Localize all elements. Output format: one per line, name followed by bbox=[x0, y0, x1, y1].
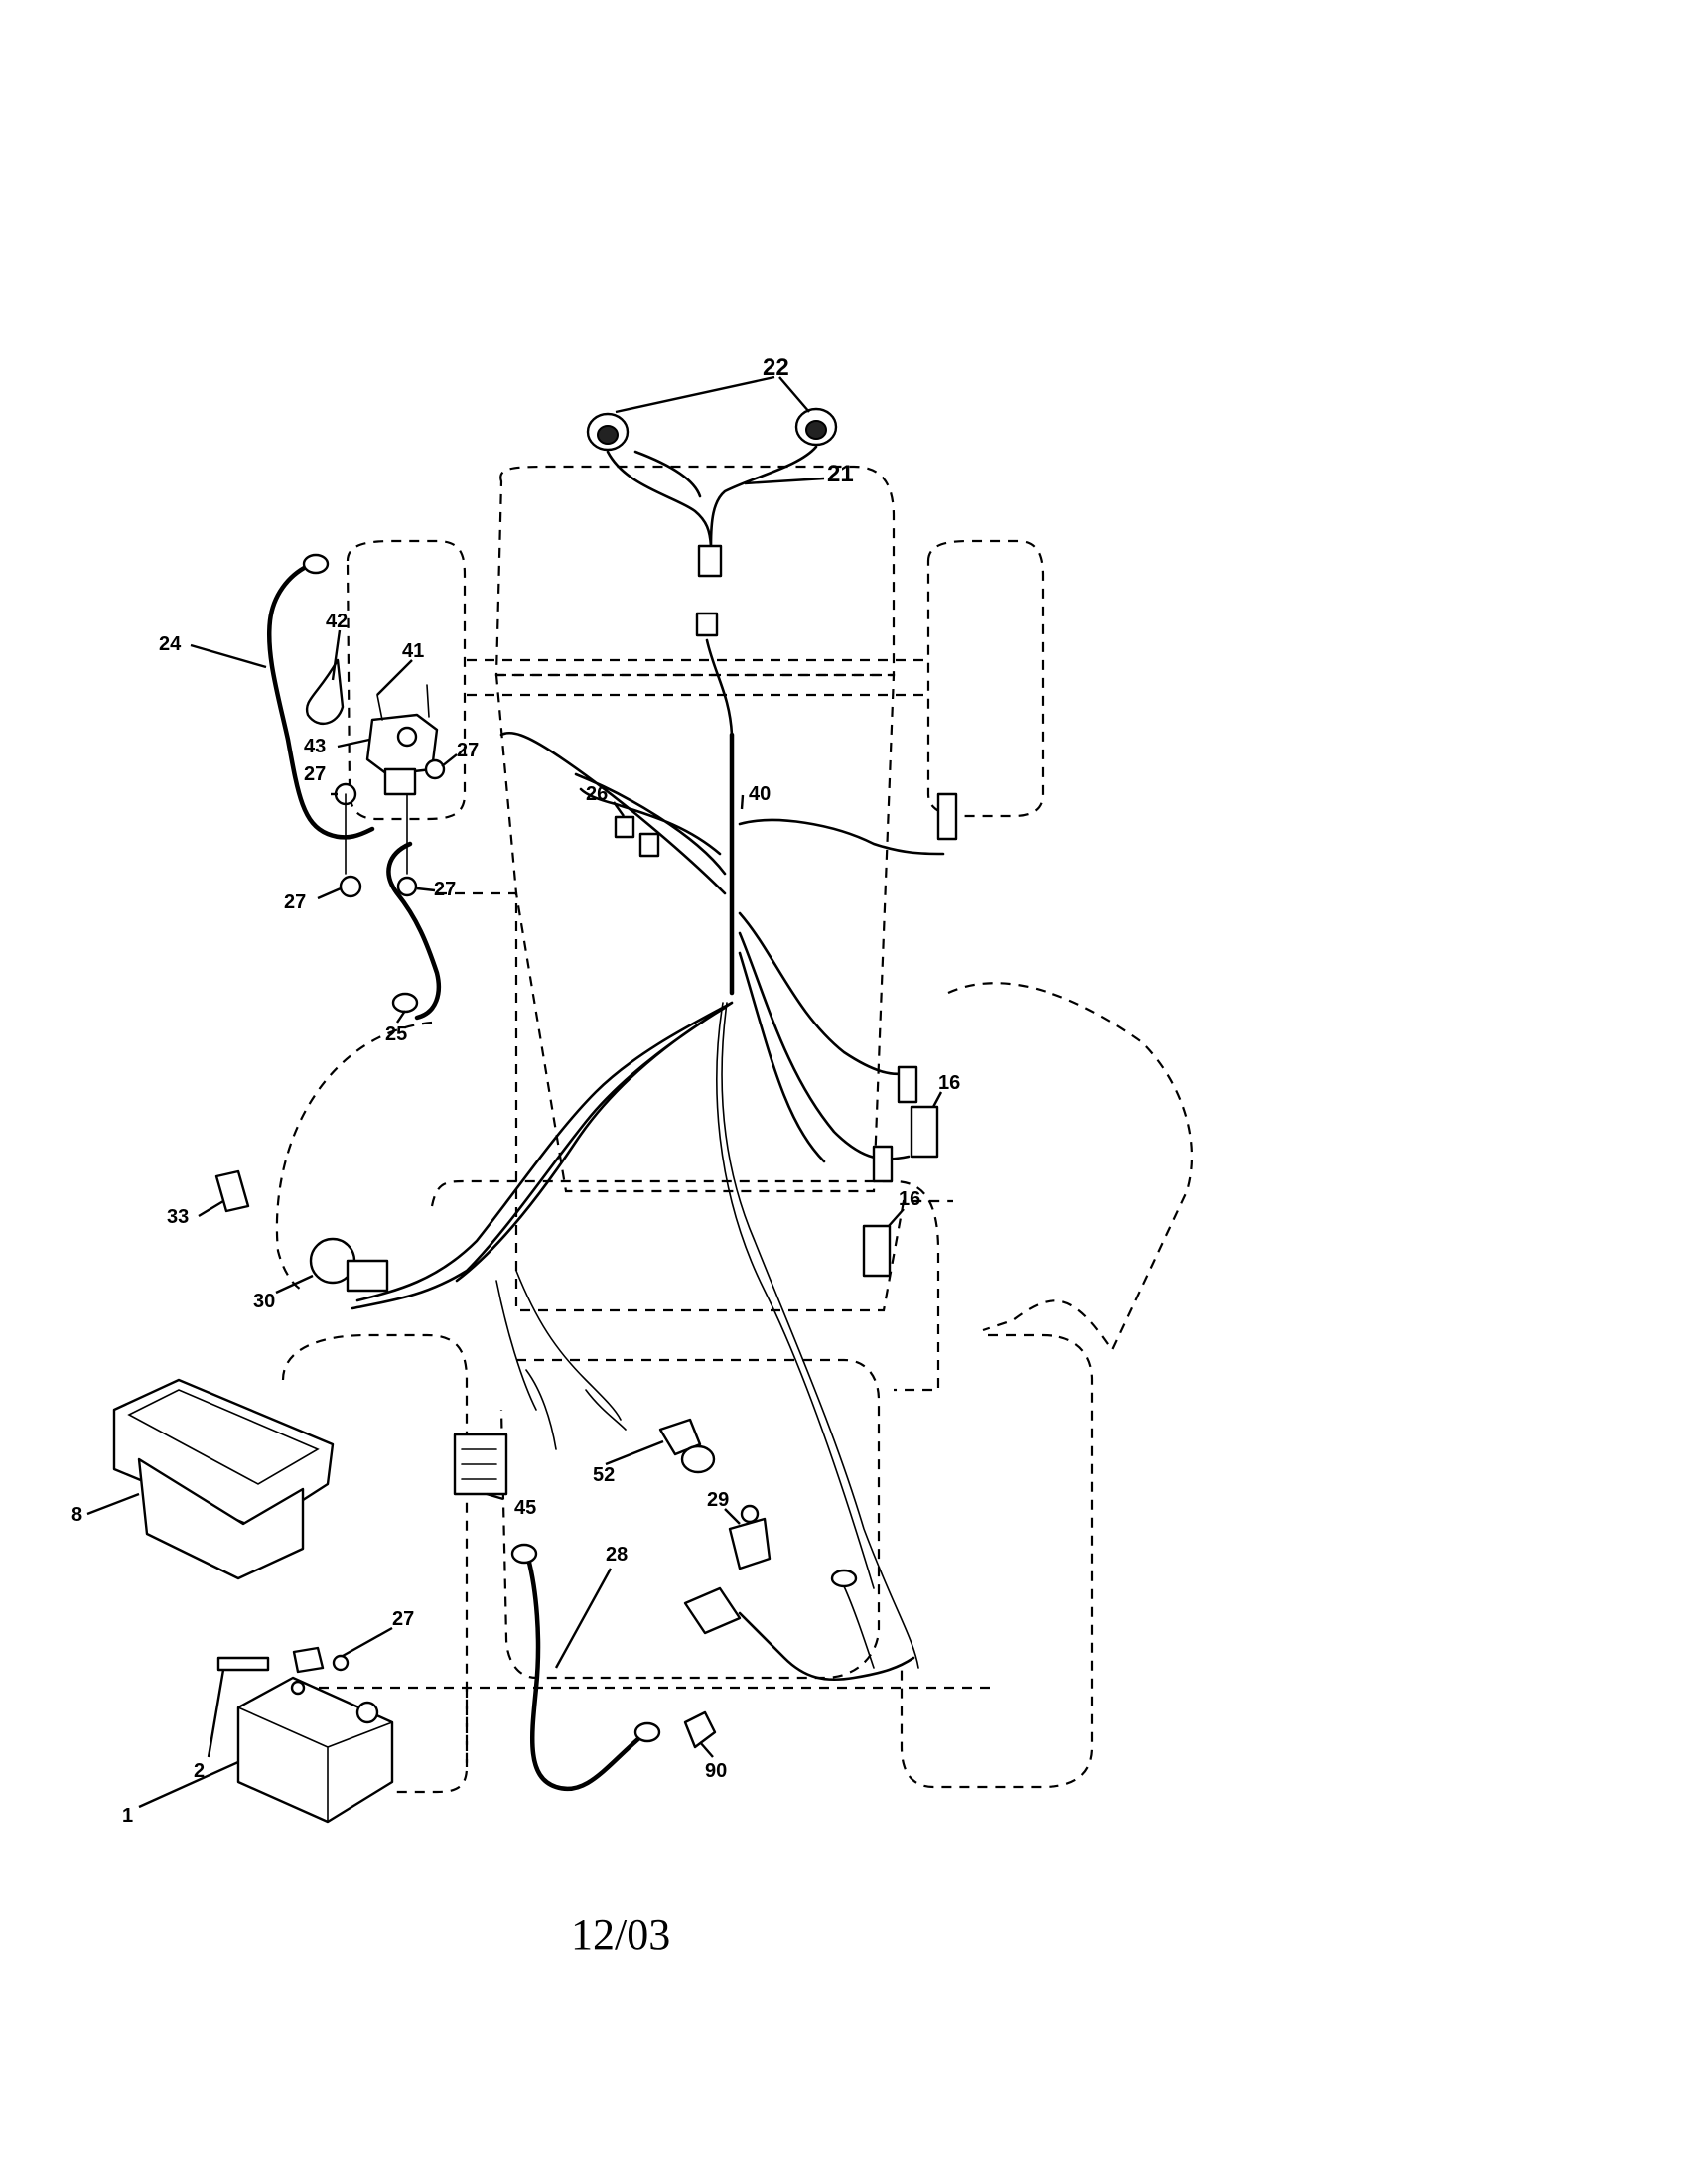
harness-branch-right bbox=[738, 911, 911, 1163]
chassis-outline bbox=[275, 465, 1193, 1794]
interlock-switches bbox=[862, 1105, 939, 1278]
callout-1: 1 bbox=[122, 1805, 133, 1827]
callout-25: 25 bbox=[385, 1024, 407, 1045]
pto-switch bbox=[683, 1586, 742, 1635]
seat-switch bbox=[728, 1517, 772, 1570]
callout-27-lower-left: 27 bbox=[284, 891, 306, 913]
nut-right bbox=[424, 758, 446, 780]
callout-42: 42 bbox=[326, 611, 348, 632]
fuse bbox=[638, 832, 660, 858]
callout-30: 30 bbox=[253, 1291, 275, 1312]
callouts: 22 21 24 42 41 43 27 27 27 27 26 40 25 1… bbox=[71, 354, 960, 1827]
rear-components bbox=[453, 1369, 915, 1792]
callout-26: 26 bbox=[586, 783, 608, 805]
ground-cable bbox=[525, 1556, 643, 1792]
right-connector-upper bbox=[897, 1065, 918, 1104]
callout-27-battery: 27 bbox=[392, 1608, 414, 1630]
callout-41: 41 bbox=[402, 640, 424, 662]
callout-24: 24 bbox=[159, 633, 182, 655]
main-harness bbox=[351, 638, 958, 1669]
front-axle bbox=[467, 658, 928, 697]
callout-27-lower-right: 27 bbox=[434, 879, 456, 900]
rear-frame bbox=[437, 891, 953, 1312]
nut-lower-right bbox=[396, 876, 418, 897]
battery bbox=[236, 1676, 394, 1824]
frame-outline bbox=[494, 673, 896, 1193]
solenoid-cable bbox=[386, 841, 442, 1021]
callout-16-lower: 16 bbox=[899, 1188, 920, 1210]
battery-nut bbox=[332, 1654, 350, 1672]
cable-clamp bbox=[305, 658, 345, 726]
ignition-assembly bbox=[214, 1169, 389, 1293]
interlock-switch-upper bbox=[910, 1105, 939, 1159]
callout-52: 52 bbox=[593, 1464, 615, 1486]
right-connector-lower bbox=[872, 1145, 894, 1183]
fender-right bbox=[947, 982, 1193, 1353]
callout-27-solenoid-left: 27 bbox=[304, 763, 326, 785]
callout-16-upper: 16 bbox=[938, 1072, 960, 1094]
seat-deck-outline bbox=[430, 1179, 940, 1392]
harness-rear-run bbox=[716, 1002, 919, 1669]
leader-lines bbox=[86, 375, 943, 1809]
rear-deck-outline bbox=[499, 1358, 881, 1680]
headlight-connector bbox=[697, 544, 723, 578]
hood-outline bbox=[494, 465, 896, 677]
callout-43: 43 bbox=[304, 736, 326, 757]
ignition-connector bbox=[346, 1259, 389, 1293]
headlight-assembly bbox=[586, 407, 838, 637]
nut-lower-left bbox=[339, 875, 362, 898]
callout-8: 8 bbox=[71, 1504, 82, 1526]
harness-connector bbox=[695, 612, 719, 637]
harness-ignition-run bbox=[495, 1270, 622, 1421]
solenoid-bracket bbox=[383, 767, 417, 796]
front-right-connector bbox=[936, 792, 958, 841]
fuse-holder bbox=[614, 815, 635, 839]
callout-27-solenoid-right: 27 bbox=[457, 740, 479, 761]
footer-date: 12/03 bbox=[571, 1910, 670, 1959]
mower-deck-outline bbox=[275, 1021, 433, 1292]
callout-29: 29 bbox=[707, 1489, 729, 1511]
light-switch bbox=[658, 1418, 702, 1456]
front-left-wheel bbox=[346, 539, 467, 821]
headlight-harness bbox=[606, 445, 818, 548]
callout-28: 28 bbox=[606, 1544, 628, 1566]
callout-40: 40 bbox=[749, 783, 771, 805]
coiled-cord bbox=[738, 1611, 915, 1682]
interlock-switch-lower bbox=[862, 1224, 892, 1278]
callout-33: 33 bbox=[167, 1206, 189, 1228]
callout-22: 22 bbox=[763, 354, 789, 381]
battery-bolt bbox=[216, 1656, 270, 1672]
rear-left-wheel bbox=[281, 1333, 469, 1794]
battery-box bbox=[112, 1378, 335, 1580]
solenoid-assembly bbox=[267, 553, 446, 1021]
callout-45: 45 bbox=[514, 1497, 536, 1519]
front-right-wheel bbox=[926, 539, 1045, 818]
callout-2: 2 bbox=[194, 1760, 205, 1782]
terminal-boot bbox=[683, 1710, 717, 1749]
harness-branch-top bbox=[499, 731, 727, 895]
rear-right-wheel bbox=[900, 1333, 1094, 1789]
callout-90: 90 bbox=[705, 1760, 727, 1782]
harness-branch-front-right bbox=[738, 818, 945, 856]
battery-cable bbox=[267, 563, 375, 840]
callout-21: 21 bbox=[827, 461, 854, 487]
ignition-key bbox=[214, 1169, 250, 1213]
battery-assembly bbox=[216, 1646, 394, 1824]
battery-terminal bbox=[292, 1646, 325, 1674]
harness-branch-left bbox=[351, 1001, 734, 1310]
